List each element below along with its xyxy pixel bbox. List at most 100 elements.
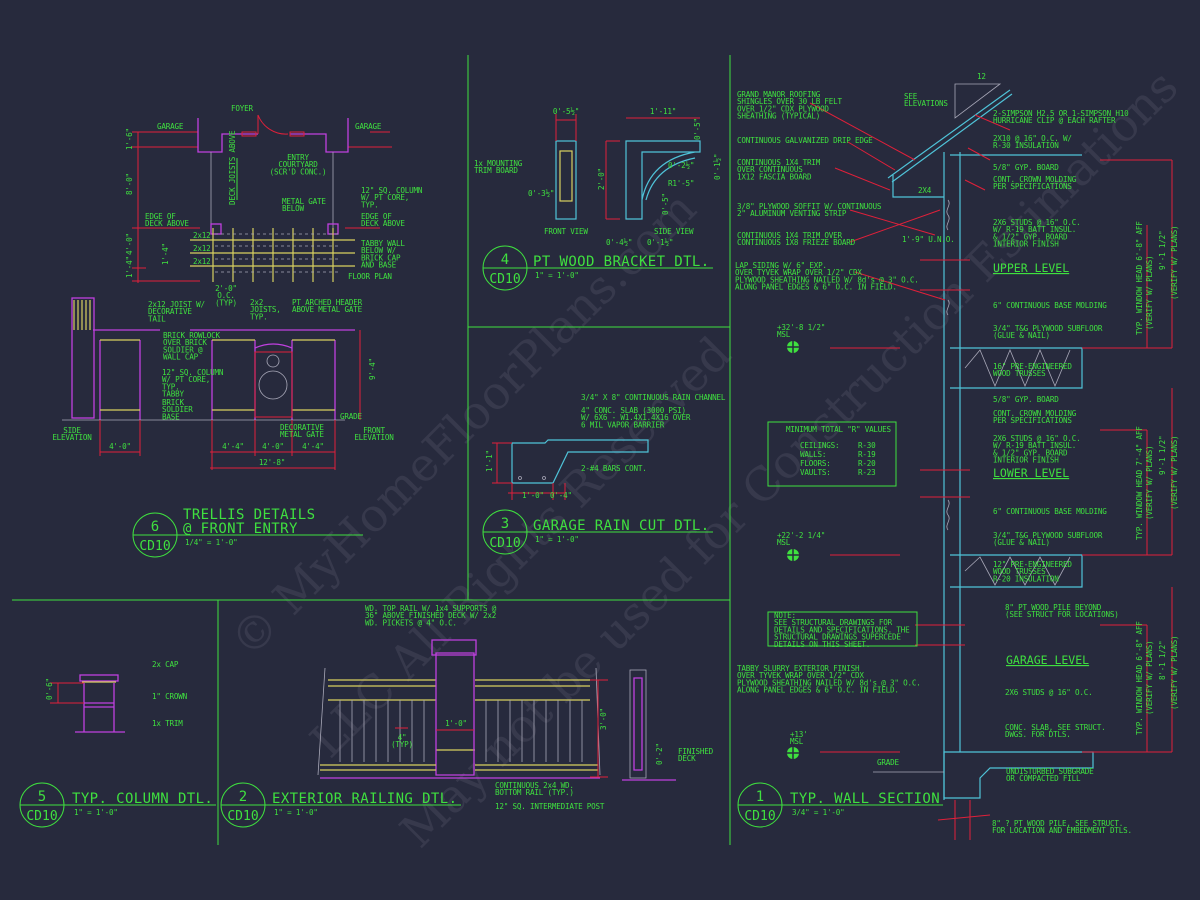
note-note: NOTE:SEE STRUCTURAL DRAWINGS FORDETAILS … [774, 611, 910, 649]
note-line: TAIL [148, 314, 166, 323]
note-line: 1x MOUNTING [474, 159, 523, 168]
detail-number: 2 [239, 789, 247, 805]
note-line: 12 [977, 72, 986, 81]
note-slab: CONC. SLAB, SEE STRUCT.DWGS. FOR DTLS. [1005, 723, 1106, 739]
note-line: ABOVE METAL GATE [292, 305, 363, 314]
note-line: ELEVATION [354, 433, 394, 442]
note-line: PER SPECIFICATIONS [993, 182, 1072, 191]
note-line: 12" SQ. COLUMN [162, 368, 224, 377]
detail-number: 6 [151, 519, 159, 535]
elevation-markers [787, 341, 799, 759]
vertical-dim-t3: 4'-0" [125, 233, 134, 255]
note-line: 36" ABOVE FINISHED DECK W/ 2x2 [365, 611, 496, 620]
vertical-dim-t5: DECK JOISTS ABOVE [228, 130, 237, 205]
note-j1: 2x12 [193, 231, 211, 240]
note-line: CONTINUOUS 1X4 TRIM [737, 158, 821, 167]
r-values-title: MINIMUM TOTAL "R" VALUES [786, 425, 892, 434]
note-line: 1x TRIM [152, 719, 183, 728]
note-line: R-30 INSULATION [993, 141, 1059, 150]
note-oc: 2'-0"O.C.(TYP) [215, 284, 237, 307]
note-line: BRICK ROWLOCK [163, 331, 220, 340]
note-line: TYP. [162, 382, 180, 391]
note-line: WD. TOP RAIL W/ 1x4 SUPPORTS @ [365, 604, 497, 613]
note-lap: LAP SIDING W/ 6" EXP.OVER TYVEK WRAP OVE… [735, 261, 919, 292]
sheet-number: CD10 [139, 539, 170, 554]
note-line: LAP SIDING W/ 6" EXP. [735, 261, 827, 270]
note-b9: 0'-4½" [606, 238, 632, 247]
note-floorplan: FLOOR PLAN [348, 272, 393, 281]
note-line: 4'-0" [109, 442, 131, 451]
note-elev1: +32'-8 1/2"MSL [777, 323, 825, 339]
detail-title: EXTERIOR RAILING DTL. [272, 791, 457, 807]
note-line: METAL GATE [282, 197, 326, 206]
note-line: DECK [678, 754, 696, 763]
note-line: ALONG PANEL EDGES & 6" O.C. IN FIELD. [737, 686, 899, 695]
note-line: 2X6 STUDS @ 16" O.C. [1005, 688, 1092, 697]
vertical-dim-v10: (VERIFY W/ PLANS) [1145, 641, 1154, 715]
structural-note-box [767, 611, 918, 647]
note-b1: 0'-5½" [553, 107, 579, 116]
note-line: DECK ABOVE [145, 219, 189, 228]
note-rafter: 2X10 @ 16" O.C. W/R-30 INSULATION [993, 134, 1072, 150]
note-line: CONTINUOUS GALVANIZED DRIP EDGE [737, 136, 873, 145]
note-line: 6" CONTINUOUS BASE MOLDING [993, 301, 1107, 310]
note-line: 2X10 @ 16" O.C. W/ [993, 134, 1072, 143]
note-line: OR COMPACTED FILL [1006, 774, 1081, 783]
note-line: W/ PT CORE, [162, 375, 210, 384]
note-line: WOOD TRUSSES [993, 369, 1046, 378]
note-line: CONC. SLAB, SEE STRUCT. [1005, 723, 1106, 732]
vertical-dim-v3: 9'-1 1/2" [1158, 231, 1167, 270]
note-b5: R1'-5" [668, 179, 694, 188]
vertical-dim-v1: TYP. WINDOW HEAD 6'-8" AFF [1135, 221, 1144, 335]
sheet-number: CD10 [26, 809, 57, 824]
note-gyp1: 5/8" GYP. BOARD [993, 163, 1059, 172]
vertical-dim-t6: 9'-4" [368, 358, 377, 380]
note-b10: 0'-1½" [647, 238, 673, 247]
note-line: 0'-4" [550, 491, 572, 500]
detail-title: GARAGE RAIN CUT DTL. [533, 518, 710, 534]
note-line: 4" [398, 733, 407, 742]
note-line: BELOW W/ [361, 246, 396, 255]
note-line: 12'-8" [259, 458, 285, 467]
r-value: R-30 [858, 441, 876, 450]
r-value: R-20 [858, 459, 876, 468]
note-line: R1'-5" [668, 179, 694, 188]
detail-scale: 1" = 1'-0" [274, 808, 318, 817]
note-uno: 1'-9" U.N.O. [902, 235, 955, 244]
note-line: 2X6 STUDS @ 16" O.C. [993, 218, 1080, 227]
vertical-dim-rail7: 3'-0" [599, 708, 608, 730]
note-studs1: 2X6 STUDS @ 16" O.C.W/ R-19 BATT INSUL.&… [993, 218, 1081, 249]
sheet-number: CD10 [227, 809, 258, 824]
note-studs2: 2X6 STUDS @ 16" O.C.W/ R-19 BATT INSUL.&… [993, 434, 1081, 465]
note-line: & 1/2" GYP. BOARD [993, 448, 1068, 457]
note-line: SEE [904, 92, 918, 101]
note-line: TABBY [162, 390, 184, 399]
note-line: 0'-5½" [553, 107, 579, 116]
detail-scale: 1/4" = 1'-0" [185, 538, 237, 547]
note-line: TABBY SLURRY EXTERIOR FINISH [737, 664, 860, 673]
note-studs3: 2X6 STUDS @ 16" O.C. [1005, 688, 1093, 697]
note-line: FOYER [231, 104, 253, 113]
vertical-dim-v6: (VERIFY W/ PLANS) [1145, 446, 1154, 520]
detail-title: TRELLIS DETAILS [183, 507, 315, 523]
note-line: (SCR'D CONC.) [270, 167, 327, 176]
note-rc5: 0'-4" [550, 491, 572, 500]
vertical-dim-v7: 9'-1 1/2" [1158, 436, 1167, 475]
note-rail5: CONTINUOUS 2x4 WD.BOTTOM RAIL (TYP.) [495, 781, 574, 797]
note-line: SOLDIER [162, 405, 193, 414]
vertical-dim-v8: (VERIFY W/ PLANS) [1170, 436, 1179, 510]
note-line: W/ PT CORE, [361, 193, 409, 202]
detail-number: 5 [38, 789, 46, 805]
detail-number: 3 [501, 516, 509, 532]
